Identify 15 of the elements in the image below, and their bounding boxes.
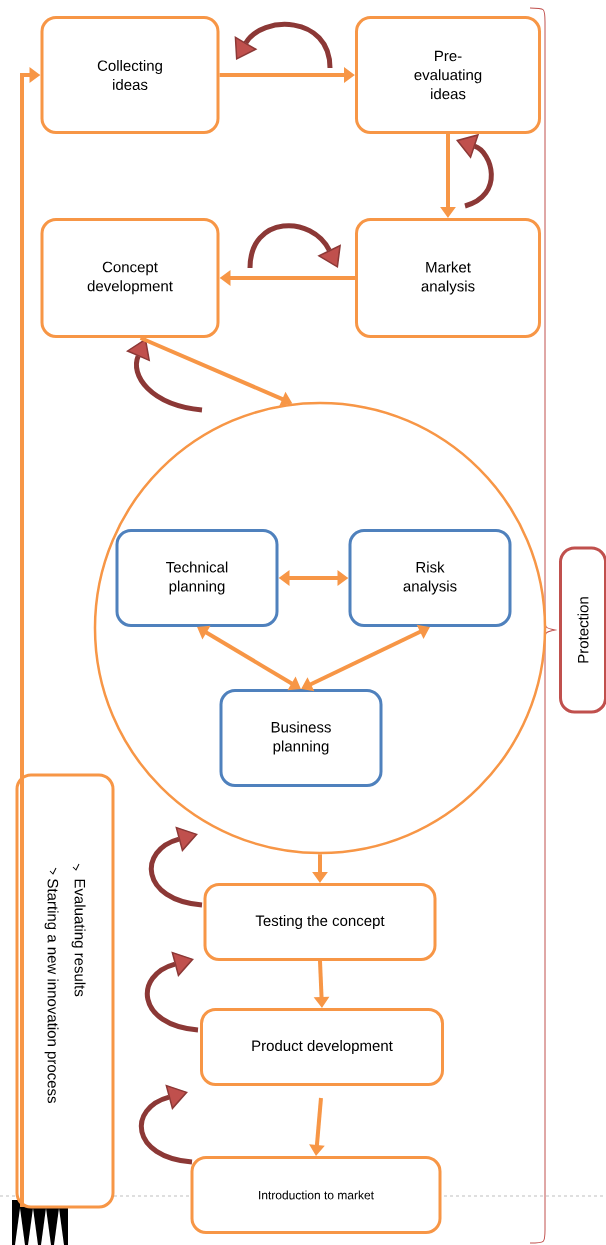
process-box: Product development [200,1008,444,1086]
list-item: Evaluating results [71,879,86,997]
label-box: Protection [559,546,606,714]
process-box: Collecting ideas [40,16,220,134]
process-box: Concept development [40,218,220,338]
arrow [301,624,430,692]
process-box: Testing the concept [203,883,437,961]
note-box [15,773,115,1209]
planning-box: Business planning [219,689,383,787]
planning-box: Risk analysis [348,529,512,627]
process-box: Pre-evaluating ideas [355,16,541,134]
list-item: Starting a new innovation process [44,879,59,1103]
planning-box: Technical planning [115,529,279,627]
process-box: Introduction to market [190,1156,442,1234]
process-box: Market analysis [355,218,541,338]
